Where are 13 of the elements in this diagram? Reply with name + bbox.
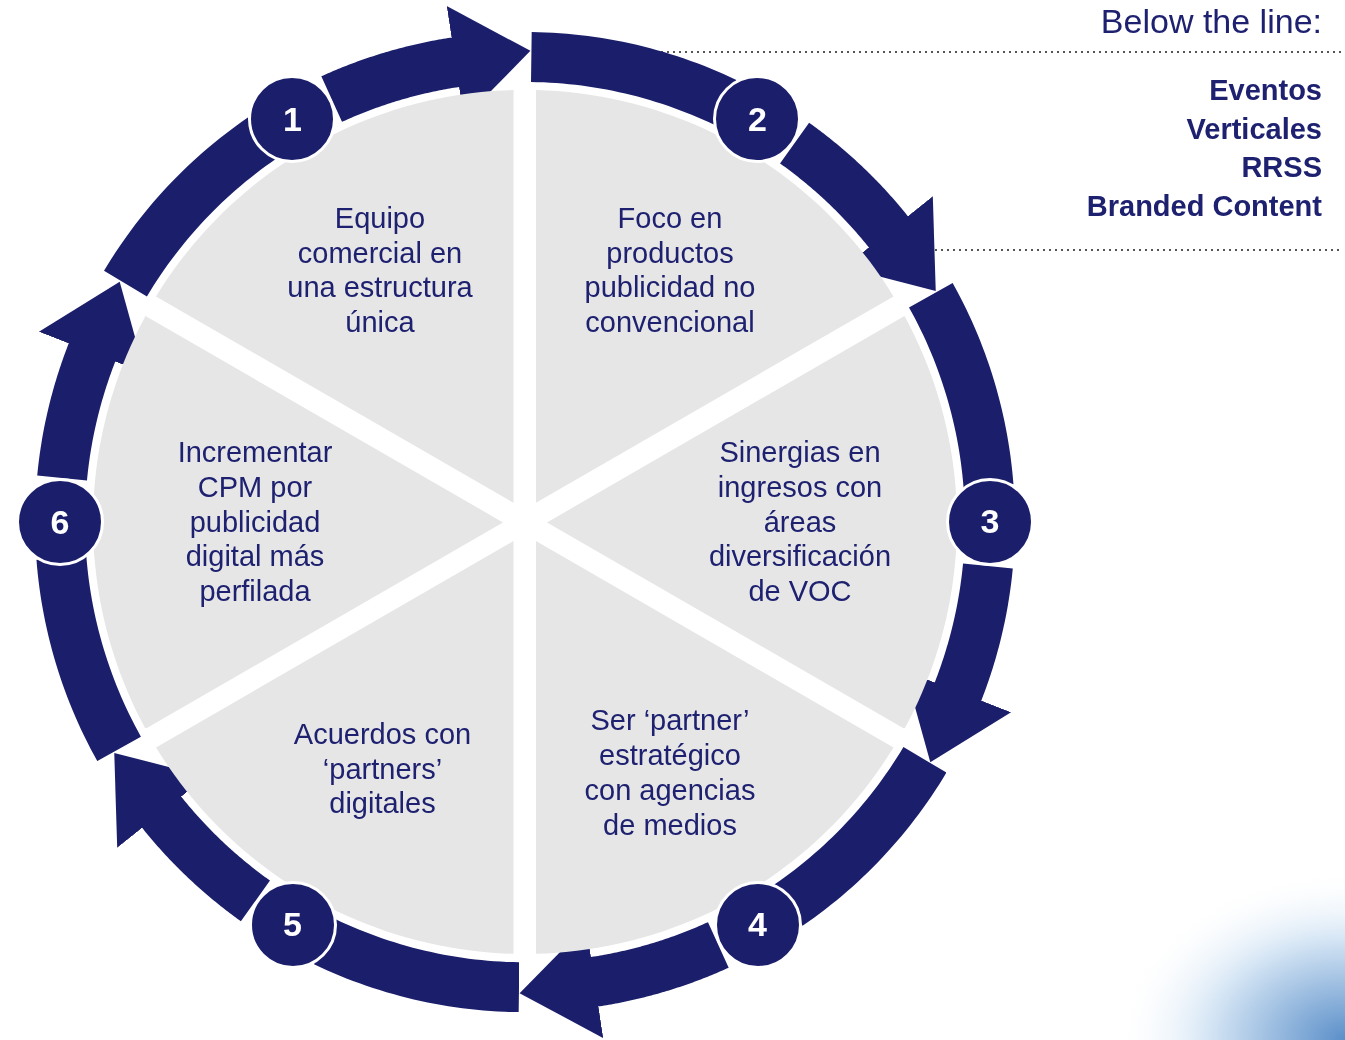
- list-item: RRSS: [1241, 151, 1322, 184]
- step-text: Ser ‘partner’ estratégico con agencias de medios: [583, 703, 757, 843]
- step-number: 6: [16, 478, 104, 566]
- step-text: Acuerdos con ‘partners’ digitales: [292, 716, 473, 821]
- list-item: Verticales: [1186, 112, 1322, 146]
- list-item: Eventos: [1209, 74, 1322, 107]
- heading: Below the line:: [1100, 2, 1322, 41]
- step-text: Sinergias en ingresos con áreas diversificación de VOC: [707, 435, 893, 609]
- step-number: 3: [946, 478, 1034, 566]
- step-text: Incrementar CPM por publicidad digital más perfilada: [176, 435, 334, 609]
- step-text: Equipo comercial en una estructura única: [286, 201, 474, 341]
- list-item: Branded Content: [1086, 189, 1322, 223]
- step-text: Foco en productos publicidad no convencional: [583, 201, 757, 341]
